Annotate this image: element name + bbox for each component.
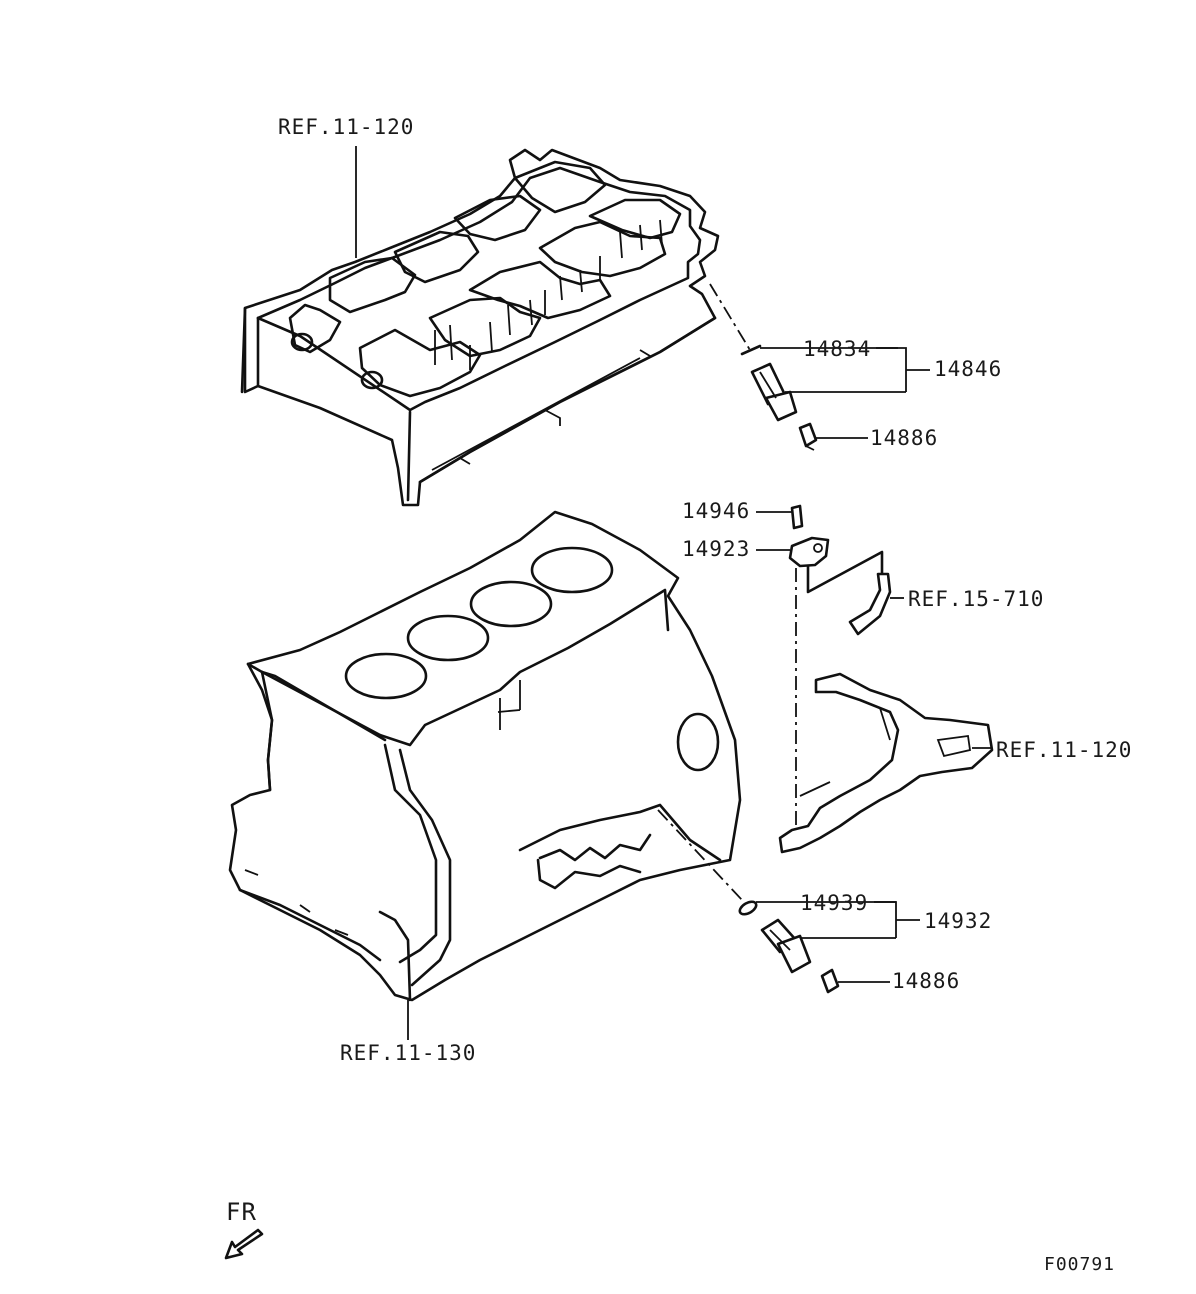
part-14946-label: 14946 — [682, 499, 750, 523]
part-14886-top-label: 14886 — [870, 426, 938, 450]
front-direction-arrow-icon — [224, 1228, 264, 1260]
ref-block-label: REF.11-130 — [340, 1041, 476, 1065]
ref-cover-label: REF.11-120 — [996, 738, 1132, 762]
ref-head-label: REF.11-120 — [278, 115, 414, 139]
cylinder-block — [228, 510, 742, 1002]
crank-sensor-assembly — [657, 809, 920, 994]
part-14834-label: 14834 — [803, 337, 871, 361]
part-14939-label: 14939 — [800, 891, 868, 915]
part-14886-bottom-label: 14886 — [892, 969, 960, 993]
cylinder-head — [240, 148, 720, 507]
part-14846-label: 14846 — [934, 357, 1002, 381]
ref-hose-label: REF.15-710 — [908, 587, 1044, 611]
bracket-assembly — [756, 504, 994, 854]
figure-code: F00791 — [1044, 1254, 1115, 1275]
part-14932-label: 14932 — [924, 909, 992, 933]
cam-sensor-assembly — [709, 283, 930, 451]
direction-label: FR — [226, 1198, 257, 1226]
part-14923-label: 14923 — [682, 537, 750, 561]
